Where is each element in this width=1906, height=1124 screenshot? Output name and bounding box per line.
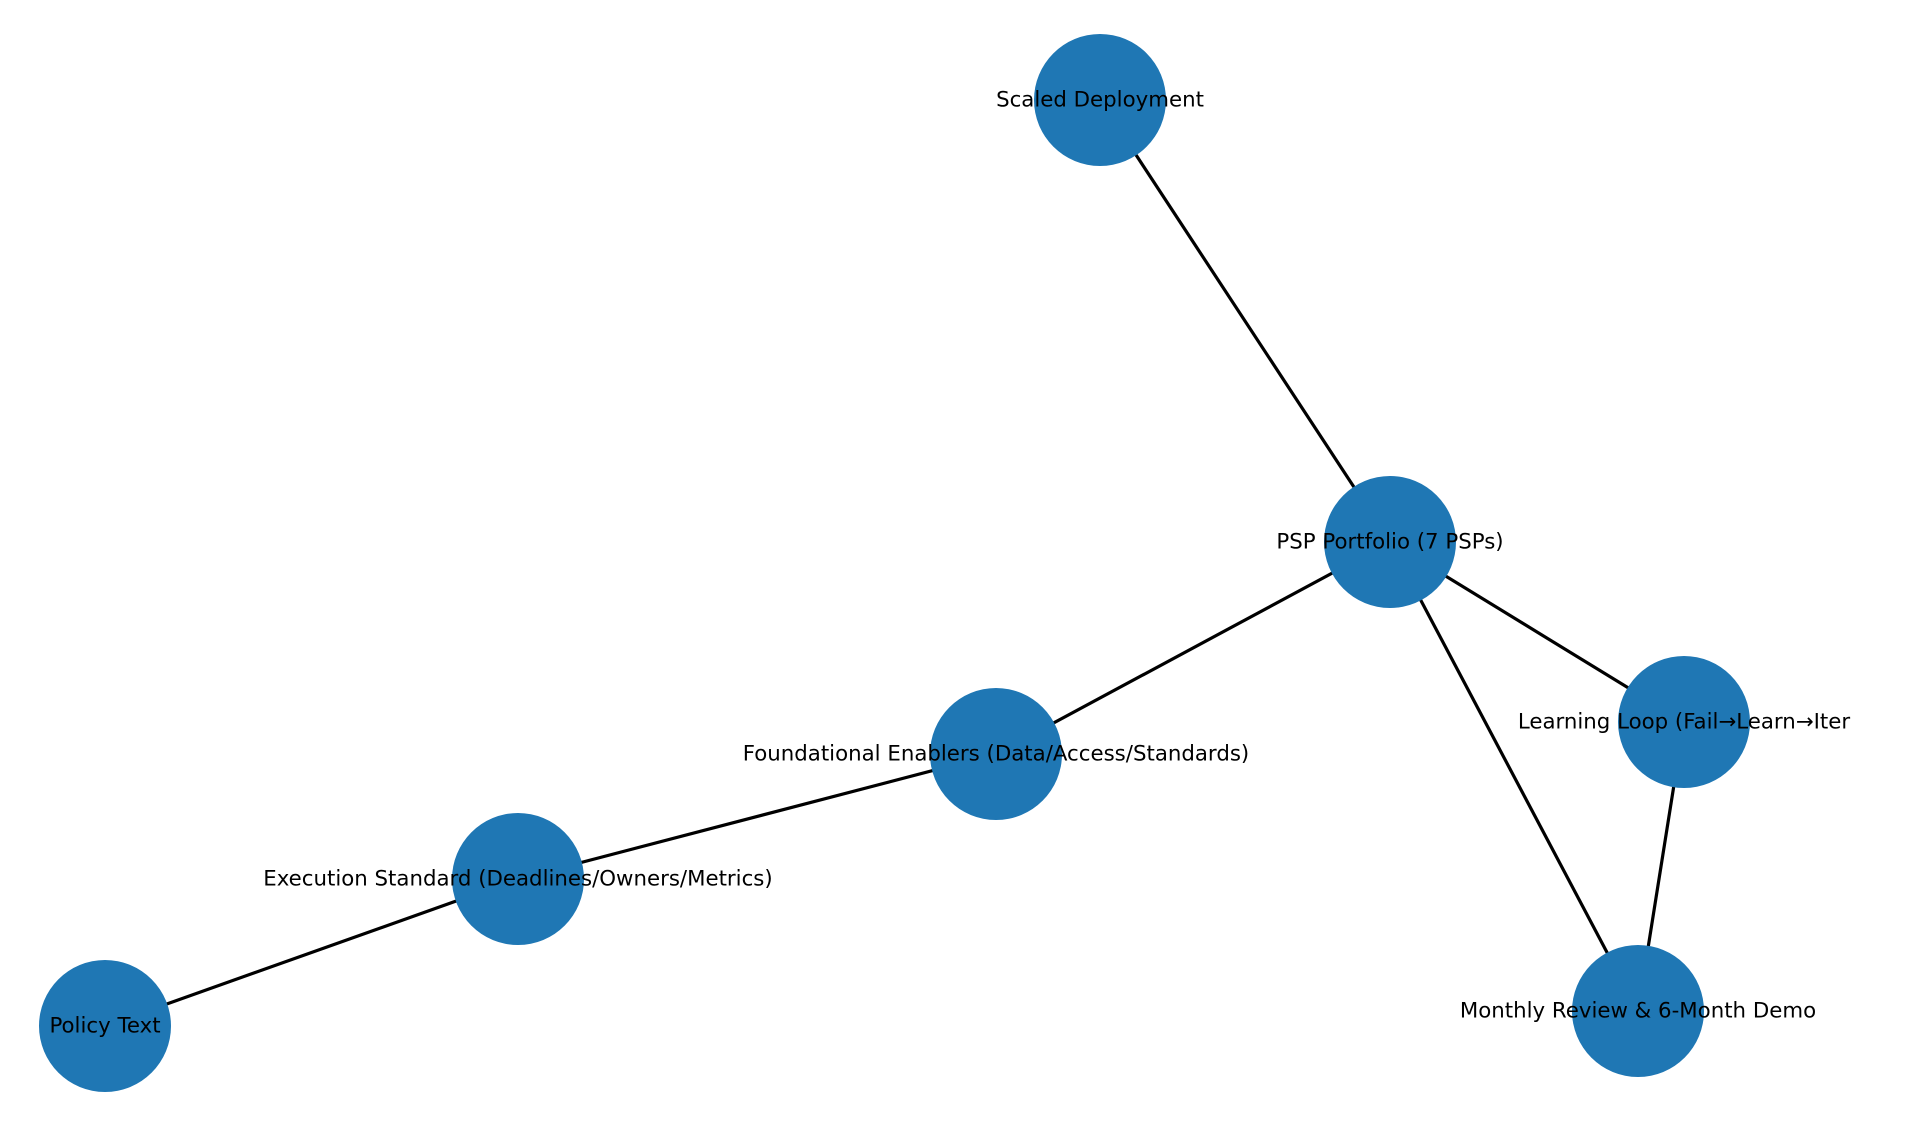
graph-edge-foundational-enablers--execution-standard — [517, 752, 997, 881]
graph-node-label-monthly-review: Monthly Review & 6-Month Demo — [1460, 999, 1816, 1024]
graph-edge-psp-portfolio--monthly-review — [1388, 541, 1640, 1012]
graph-node-scaled-deployment — [1034, 34, 1166, 166]
graph-node-psp-portfolio — [1324, 476, 1456, 608]
graph-node-policy-text — [39, 960, 171, 1092]
graph-edge-execution-standard--policy-text — [104, 877, 519, 1028]
graph-node-foundational-enablers — [930, 688, 1062, 820]
graph-node-execution-standard — [452, 813, 584, 945]
graph-node-label-learning-loop: Learning Loop (Fail→Learn→Iter — [1518, 710, 1850, 735]
graph-node-label-policy-text: Policy Text — [49, 1014, 160, 1039]
nodes-layer — [39, 34, 1750, 1092]
graph-edge-scaled-deployment--psp-portfolio — [1098, 99, 1392, 543]
graph-edge-psp-portfolio--foundational-enablers — [995, 540, 1391, 756]
graph-node-monthly-review — [1572, 945, 1704, 1077]
graph-node-label-foundational-enablers: Foundational Enablers (Data/Access/Stand… — [743, 742, 1250, 767]
graph-node-label-execution-standard: Execution Standard (Deadlines/Owners/Met… — [263, 867, 772, 892]
graph-node-learning-loop — [1618, 656, 1750, 788]
graph-node-label-scaled-deployment: Scaled Deployment — [996, 88, 1204, 113]
graph-node-label-psp-portfolio: PSP Portfolio (7 PSPs) — [1276, 530, 1503, 555]
